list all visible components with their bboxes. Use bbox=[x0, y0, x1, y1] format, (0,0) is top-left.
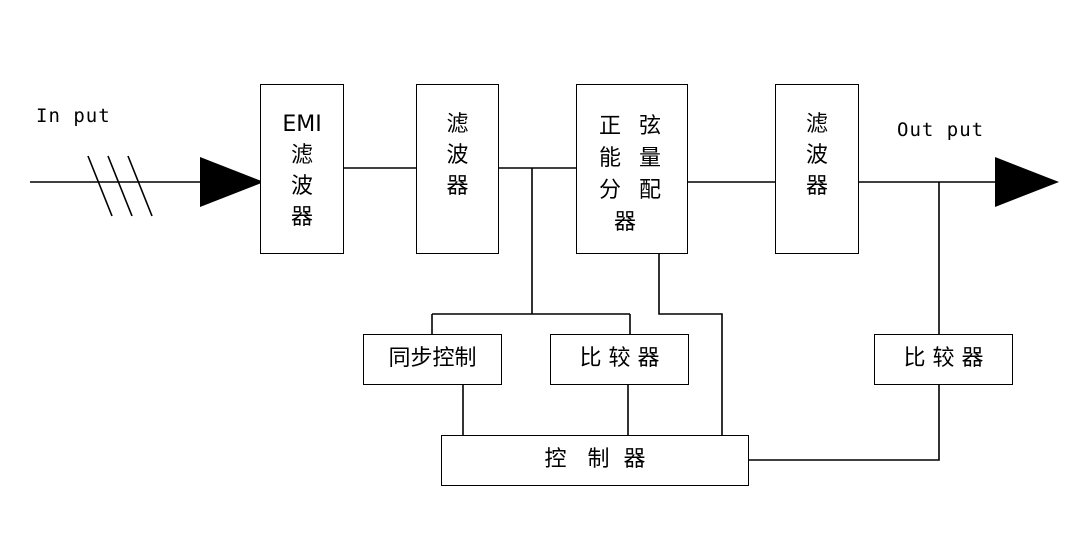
phase-slash-1 bbox=[87, 155, 113, 217]
input-arrow bbox=[200, 157, 264, 207]
controller-label: 控 制 器 bbox=[544, 447, 646, 472]
sync-control-label: 同步控制 bbox=[388, 346, 477, 371]
phase-slash-2 bbox=[107, 155, 133, 217]
distributor-label-col2: 弦 量 配 bbox=[639, 114, 662, 203]
comparator-1-label: 比 较 器 bbox=[579, 346, 660, 371]
filter-block-1: 滤 波 器 bbox=[416, 84, 499, 254]
filter-block-2: 滤 波 器 bbox=[775, 84, 859, 254]
filter-1-label: 滤 波 器 bbox=[446, 112, 469, 199]
phase-slash-3 bbox=[127, 155, 153, 217]
comparator-block-1: 比 较 器 bbox=[550, 334, 689, 385]
controller-block: 控 制 器 bbox=[441, 435, 749, 486]
distributor-label-last: 器 bbox=[614, 210, 637, 235]
distributor-to-controller-line bbox=[658, 252, 723, 436]
output-label: Out put bbox=[897, 119, 985, 141]
comparator-2-label: 比 较 器 bbox=[903, 346, 984, 371]
sync-control-block: 同步控制 bbox=[363, 334, 502, 385]
input-label: In put bbox=[36, 105, 111, 127]
comparator-block-2: 比 较 器 bbox=[874, 334, 1013, 385]
filter-2-label: 滤 波 器 bbox=[805, 112, 828, 199]
comparator2-to-controller-line bbox=[748, 384, 940, 461]
emi-filter-label: EMI 滤 波 器 bbox=[282, 112, 322, 230]
sine-energy-distributor-block: 正 能 分 弦 量 配 器 bbox=[576, 84, 688, 254]
output-arrow bbox=[995, 157, 1059, 207]
distributor-label-col1: 正 能 分 bbox=[599, 114, 622, 203]
emi-filter-block: EMI 滤 波 器 bbox=[260, 84, 344, 254]
